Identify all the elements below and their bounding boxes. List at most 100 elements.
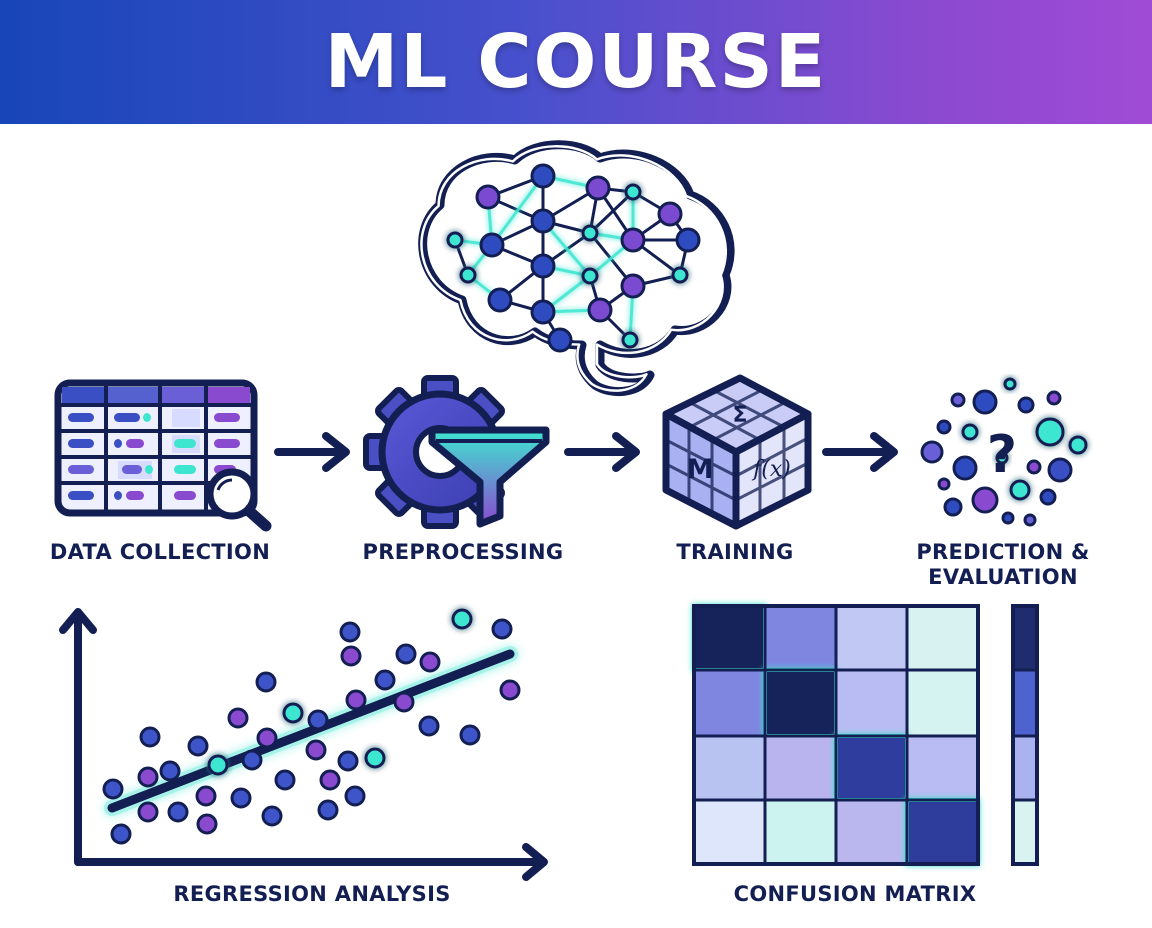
math-cube-icon: Σ M f(x) [662, 374, 812, 530]
page-title: ML COURSE [324, 19, 828, 105]
prediction-dot [1003, 377, 1017, 391]
brain-node [675, 227, 701, 253]
table-cell-pill [122, 465, 142, 474]
scatter-point [274, 769, 296, 791]
scatter-point [230, 787, 252, 809]
pipeline-arrows [274, 432, 898, 472]
scatter-point [187, 735, 209, 757]
arrow-icon [564, 432, 640, 472]
prediction-dot [961, 423, 979, 441]
table-cell-pill [145, 465, 153, 474]
step-label-data-collection: DATA COLLECTION [49, 540, 271, 564]
scatter-point [207, 754, 229, 776]
prediction-dot [952, 455, 978, 481]
scatter-point [317, 799, 339, 821]
arrow-icon [274, 432, 350, 472]
scatter-point [137, 766, 159, 788]
scatter-point [195, 785, 217, 807]
prediction-dot [1001, 511, 1015, 525]
prediction-dot [995, 451, 1009, 465]
scatter-point [307, 709, 329, 731]
scatter-point [319, 769, 341, 791]
prediction-dot [936, 419, 952, 435]
matrix-cell [907, 670, 978, 736]
prediction-dot [1068, 435, 1088, 455]
brain-node [530, 163, 556, 189]
table-cell-pill [68, 413, 94, 422]
magnifier-icon [206, 468, 272, 532]
matrix-cell [836, 800, 907, 864]
scatter-point [499, 679, 521, 701]
table-cell-pill [114, 413, 140, 422]
scatter-point [159, 760, 181, 782]
matrix-cell [836, 670, 907, 736]
matrix-cell [692, 604, 767, 672]
scatter-point [102, 778, 124, 800]
question-mark-icon: ? [987, 425, 1017, 485]
sigma-symbol: Σ [732, 403, 747, 428]
prediction-dot [1035, 417, 1065, 447]
prediction-dot [937, 477, 951, 491]
prediction-dot [920, 440, 944, 464]
prediction-dot [950, 392, 966, 408]
brain-node [620, 227, 646, 253]
arrow-icon [822, 432, 898, 472]
table-cell-pill [143, 413, 151, 422]
function-symbol: f(x) [751, 457, 791, 482]
table-cell-pill [68, 491, 94, 500]
table-cell-pill [68, 439, 94, 448]
confusion-matrix [692, 604, 1039, 866]
table-cell-pill [174, 439, 196, 448]
color-scale-bar [1011, 604, 1039, 866]
data-table-icon [54, 379, 272, 532]
brain-node [624, 183, 642, 201]
table-cell-pill [174, 491, 196, 500]
scatter-point [345, 689, 367, 711]
matrix-cell [694, 670, 765, 736]
scatter-point [374, 669, 396, 691]
brain-node [585, 175, 611, 201]
scatter-point [418, 715, 440, 737]
scatter-point [419, 651, 441, 673]
brain-node [621, 331, 639, 349]
scatter-point [241, 749, 263, 771]
scatter-point [137, 801, 159, 823]
prediction-dot [1009, 479, 1031, 501]
scatter-point [256, 727, 278, 749]
brain-node [530, 253, 556, 279]
matrix-cell [907, 736, 978, 800]
matrix-cell [694, 800, 765, 864]
scatter-point [364, 747, 386, 769]
table-cell-pill [126, 439, 144, 448]
regression-line [107, 649, 515, 813]
prediction-dot [971, 486, 999, 514]
scatter-point [255, 671, 277, 693]
matrix-cell [834, 734, 909, 802]
table-cell-pill [214, 439, 240, 448]
brain-node [581, 224, 599, 242]
brain-node [657, 201, 683, 227]
table-cell-pill [174, 465, 196, 474]
scatter-point [393, 691, 415, 713]
prediction-dot [1047, 457, 1073, 483]
brain-node [479, 232, 505, 258]
matrix-cell [694, 736, 765, 800]
scatter-point [167, 801, 189, 823]
brain-node [587, 297, 613, 323]
brain-node [459, 266, 477, 284]
table-cell-pill [126, 491, 144, 500]
scatter-point [139, 726, 161, 748]
brain-node [581, 267, 599, 285]
brain-node [530, 299, 556, 325]
scatter-point [344, 785, 366, 807]
step-label-preprocessing: PREPROCESSING [362, 540, 564, 564]
table-cell-pill [114, 491, 122, 500]
table-cell-pill [114, 439, 122, 448]
prediction-dot [943, 497, 963, 517]
gear-filter-icon [363, 375, 550, 529]
scatter-point [196, 813, 218, 835]
brain-node [547, 327, 573, 353]
scatter-point [305, 739, 327, 761]
matrix-cell [765, 606, 836, 670]
prediction-dot [1026, 459, 1042, 475]
